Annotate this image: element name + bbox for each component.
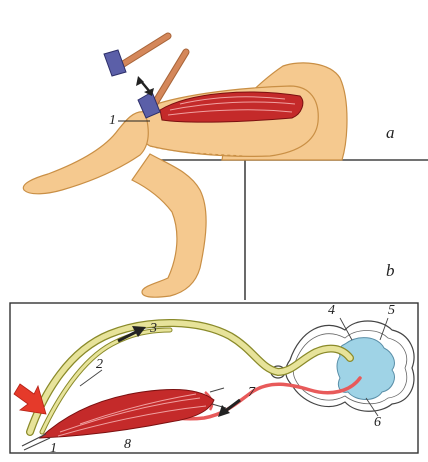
callout-2-afferent: 2 [96,358,103,372]
callout-1-tendon-a: 1 [109,114,116,128]
stimulus-arrow [14,384,46,414]
callout-1-tendon-b: 1 [50,442,57,456]
panel-b-illustration [14,318,414,450]
tendon-b-2 [24,438,50,450]
callout-6: 6 [374,416,381,430]
back-leg [132,154,206,297]
panel-label-a: a [386,124,395,141]
panel-label-b: b [386,262,395,279]
callout-7-efferent: 7 [248,386,255,400]
front-lower-leg [23,112,148,194]
hammer-raised [104,36,168,76]
callout-5: 5 [388,304,395,318]
callout-4: 4 [328,304,335,318]
callout-3-arrow: 3 [150,322,157,336]
panel-a-illustration [23,36,428,300]
callout-8-muscle: 8 [124,438,131,452]
efferent-direction-arrow [218,400,240,417]
strike-arrow [136,76,154,96]
quadriceps-muscle-b [40,388,226,438]
quadriceps-muscle-a [160,92,303,122]
tendon-b [22,434,46,446]
